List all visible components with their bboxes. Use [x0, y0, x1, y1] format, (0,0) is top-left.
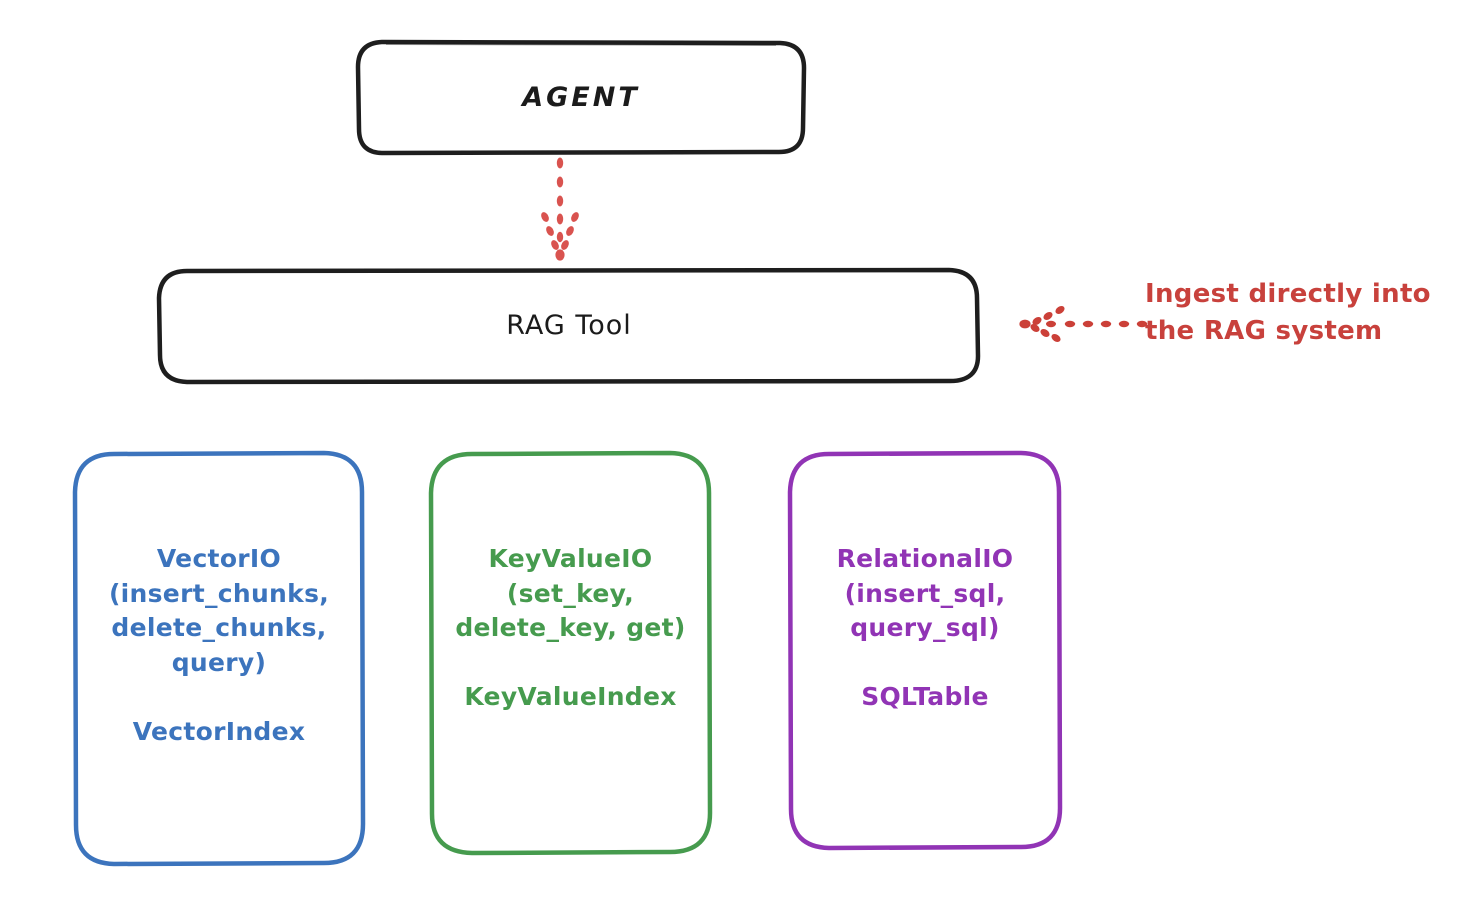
node-relational-io-label: RelationalIO (insert_sql, query_sql) SQL…: [836, 544, 1014, 711]
node-key-value-io-label: KeyValueIO (set_key, delete_key, get) Ke…: [455, 544, 686, 711]
annotation-ingest-note: Ingest directly into the RAG system: [1145, 279, 1431, 346]
node-agent-label: AGENT: [522, 81, 640, 113]
node-key-value-io[interactable]: KeyValueIO (set_key, delete_key, get) Ke…: [428, 450, 713, 856]
node-vector-io[interactable]: VectorIO (insert_chunks, delete_chunks, …: [72, 450, 366, 867]
node-rag-tool-label: RAG Tool: [506, 310, 632, 342]
node-rag-tool[interactable]: RAG Tool: [156, 267, 981, 385]
node-agent[interactable]: AGENT: [355, 39, 807, 156]
node-relational-io[interactable]: RelationalIO (insert_sql, query_sql) SQL…: [787, 450, 1063, 851]
connector-note-to-rag-tool: [1019, 306, 1148, 342]
connector-agent-to-rag-tool: [541, 157, 579, 261]
node-vector-io-label: VectorIO (insert_chunks, delete_chunks, …: [108, 544, 330, 746]
